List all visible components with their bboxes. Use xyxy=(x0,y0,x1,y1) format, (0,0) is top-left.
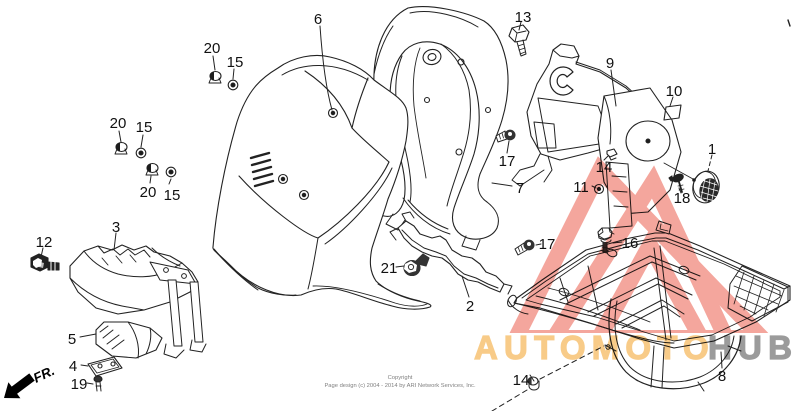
svg-text:Copyright: Copyright xyxy=(388,375,413,381)
svg-text:18: 18 xyxy=(674,190,691,207)
svg-text:HUB: HUB xyxy=(708,329,798,366)
svg-text:AUTOMOTO: AUTOMOTO xyxy=(474,329,715,366)
svg-text:14: 14 xyxy=(513,372,530,389)
svg-text:17: 17 xyxy=(499,153,516,170)
svg-text:3: 3 xyxy=(112,219,120,236)
svg-text:FR.: FR. xyxy=(31,363,57,386)
svg-text:7: 7 xyxy=(516,180,524,197)
svg-text:15: 15 xyxy=(227,54,244,71)
svg-text:13: 13 xyxy=(515,9,532,26)
svg-text:10: 10 xyxy=(666,83,683,100)
svg-text:21: 21 xyxy=(381,260,398,277)
svg-text:8: 8 xyxy=(718,368,726,385)
svg-text:17: 17 xyxy=(539,236,556,253)
svg-text:20: 20 xyxy=(140,184,157,201)
svg-text:6: 6 xyxy=(314,11,322,28)
svg-text:20: 20 xyxy=(204,40,221,57)
svg-text:5: 5 xyxy=(68,331,76,348)
svg-text:1: 1 xyxy=(708,141,716,158)
svg-text:15: 15 xyxy=(136,119,153,136)
svg-text:2: 2 xyxy=(466,298,474,315)
svg-text:19: 19 xyxy=(71,376,88,393)
svg-text:20: 20 xyxy=(110,115,127,132)
svg-text:12: 12 xyxy=(36,234,53,251)
svg-text:15: 15 xyxy=(164,187,181,204)
svg-text:4: 4 xyxy=(69,358,77,375)
svg-text:Page design (c) 2004 - 2014 by: Page design (c) 2004 - 2014 by ARI Netwo… xyxy=(324,383,476,389)
svg-text:9: 9 xyxy=(606,55,614,72)
